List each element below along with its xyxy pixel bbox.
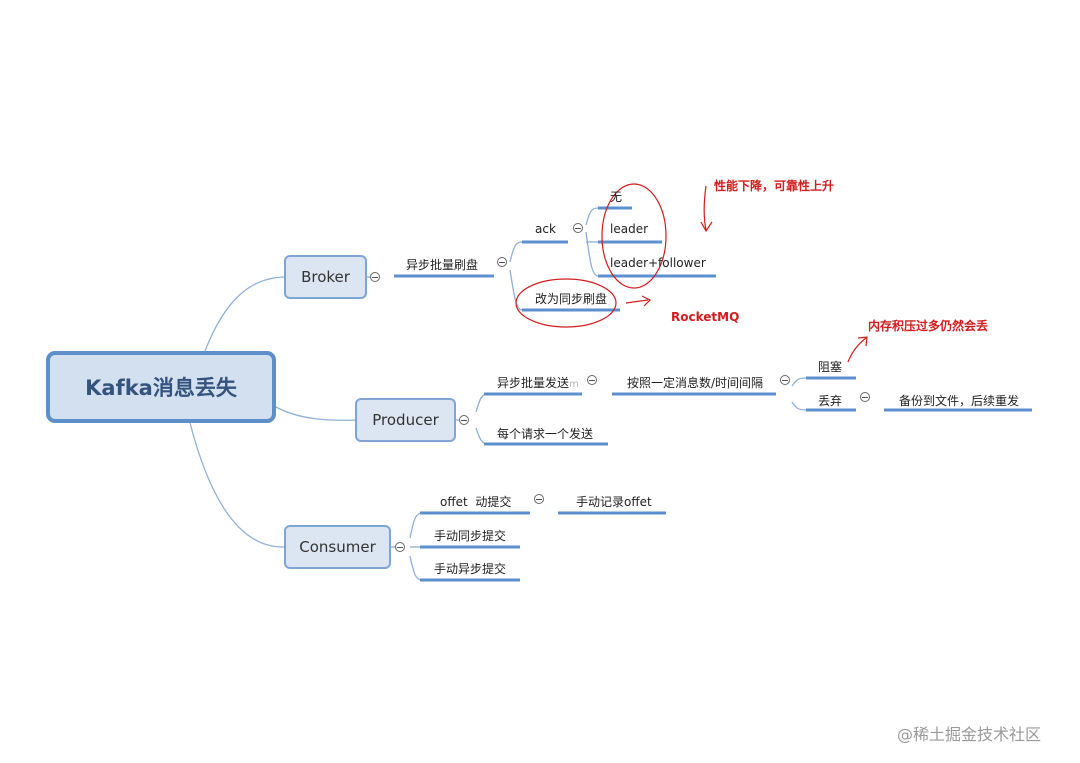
producer-async-send[interactable]: 异步批量发送m: [497, 374, 579, 391]
discard-collapse-icon[interactable]: [860, 392, 870, 402]
producer-collapse-icon[interactable]: [459, 415, 469, 425]
offset-auto-collapse-icon[interactable]: [534, 494, 544, 504]
producer-block[interactable]: 阻塞: [818, 360, 843, 374]
connector-root-consumer: [189, 422, 285, 548]
connector-interval-discard: [791, 401, 807, 411]
connector-async-flush-ack: [509, 241, 523, 263]
producer-discard[interactable]: 丢弃: [818, 394, 843, 408]
broker-sync-flush[interactable]: 改为同步刷盘: [535, 292, 608, 306]
connector-interval-block: [791, 377, 807, 387]
root-node[interactable]: Kafka消息丢失: [46, 351, 276, 423]
producer-label: Producer: [372, 411, 439, 429]
producer-by-interval[interactable]: 按照一定消息数/时间间隔: [627, 376, 764, 390]
root-label: Kafka消息丢失: [85, 376, 237, 400]
note-backlog: 内存积压过多仍然会丢: [868, 319, 989, 333]
connector-consumer-async: [409, 555, 423, 581]
note-rocketmq: RocketMQ: [671, 310, 740, 324]
connector-async-flush-sync: [509, 269, 523, 311]
consumer-collapse-icon[interactable]: [395, 542, 405, 552]
producer-backup[interactable]: 备份到文件，后续重发: [899, 394, 1020, 408]
consumer-offset-manual[interactable]: 手动记录offet: [576, 495, 652, 509]
broker-node[interactable]: Broker: [284, 255, 367, 299]
annotation-arrow-rocketmq: [625, 295, 652, 307]
consumer-manual-sync[interactable]: 手动同步提交: [434, 529, 507, 543]
producer-node[interactable]: Producer: [355, 398, 456, 442]
connector-producer-async: [475, 393, 489, 413]
annotation-circle-ack: [601, 183, 667, 289]
producer-per-request[interactable]: 每个请求一个发送: [497, 427, 594, 441]
connector-root-producer: [275, 406, 357, 421]
broker-async-flush[interactable]: 异步批量刷盘: [406, 258, 479, 272]
async-send-collapse-icon[interactable]: [587, 375, 597, 385]
broker-collapse-icon[interactable]: [370, 272, 380, 282]
broker-ack[interactable]: ack: [535, 222, 556, 236]
ack-leader[interactable]: leader: [610, 222, 649, 236]
annotation-arrow-perf: [700, 185, 713, 233]
note-performance: 性能下降，可靠性上升: [714, 179, 835, 193]
async-send-label: 异步批量发送: [497, 376, 570, 390]
annotation-arrow-backlog: [847, 336, 868, 363]
consumer-label: Consumer: [299, 538, 376, 556]
annotation-circle-sync: [515, 278, 617, 328]
ack-collapse-icon[interactable]: [573, 223, 583, 233]
interval-collapse-icon[interactable]: [780, 375, 790, 385]
connector-root-broker: [204, 276, 285, 352]
async-flush-collapse-icon[interactable]: [497, 257, 507, 267]
ack-leader-follower[interactable]: leader+follower: [610, 256, 706, 270]
consumer-manual-async[interactable]: 手动异步提交: [434, 562, 507, 576]
connector-producer-per-request: [475, 427, 489, 445]
broker-label: Broker: [301, 268, 350, 286]
connector-consumer-auto: [409, 512, 423, 539]
watermark: @稀土掘金技术社区: [897, 725, 1042, 744]
connector-ack-none: [585, 207, 599, 226]
connector-ack-all: [585, 231, 599, 277]
async-send-suffix: m: [569, 379, 579, 390]
consumer-offset-auto[interactable]: offet 动提交: [440, 495, 512, 509]
consumer-node[interactable]: Consumer: [284, 525, 391, 569]
ack-none[interactable]: 无: [610, 190, 623, 204]
